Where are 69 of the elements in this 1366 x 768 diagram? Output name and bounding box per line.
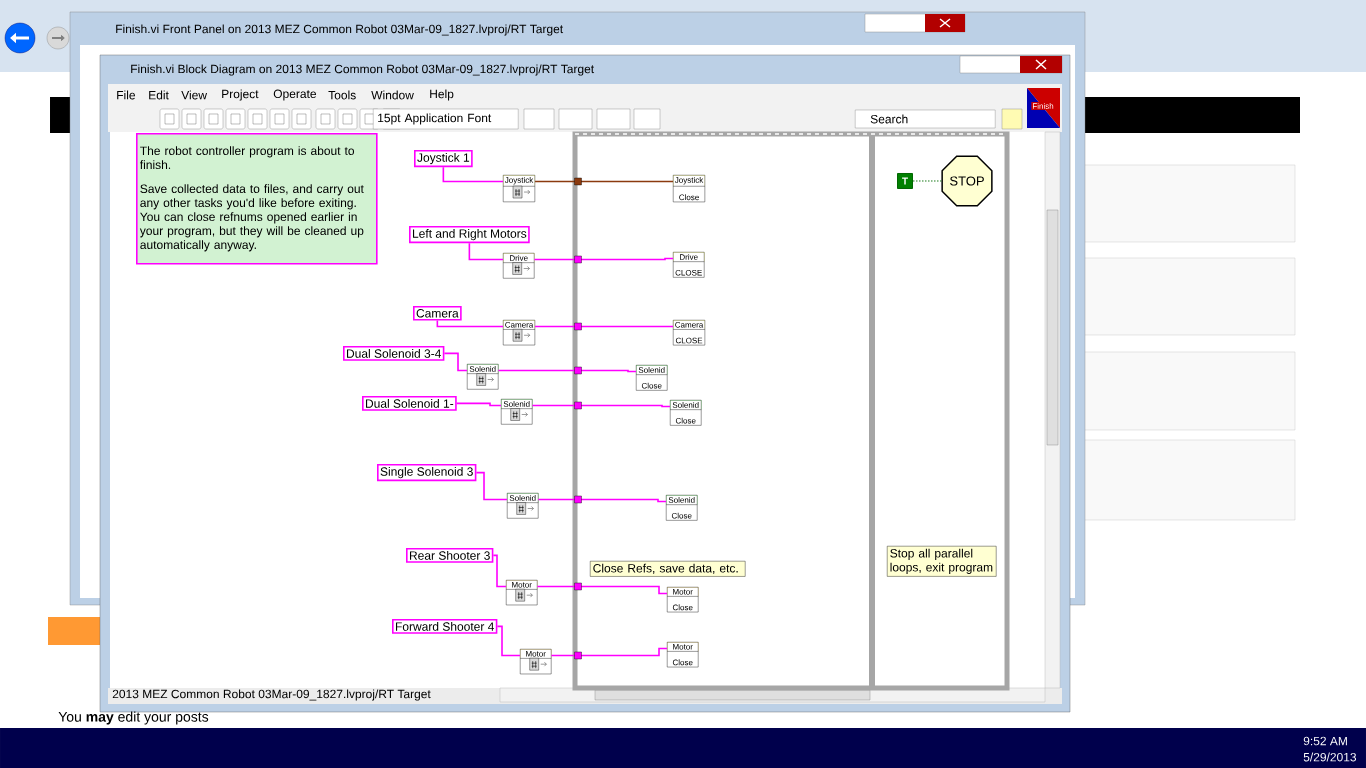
wire <box>492 554 507 588</box>
menu-item: Edit <box>149 90 169 100</box>
node-label: CLOSE <box>675 337 703 344</box>
open-subvi: Motor <box>520 649 552 675</box>
window-title: Finish.vi Front Panel on 2013 MEZ Common Robot 03Mar-09_1827.lvproj/RT Target <box>116 24 564 36</box>
close-subvi: Drive CLOSE <box>673 252 705 278</box>
menu-item: File <box>117 90 135 100</box>
open-subvi: Solenid <box>507 493 539 519</box>
tag-constant: Dual Solenoid 3-4 <box>343 346 445 361</box>
tag-constant: Left and Right Motors <box>409 226 530 244</box>
open-subvi: Motor <box>506 580 538 606</box>
tag-constant: Camera <box>413 306 462 321</box>
open-subvi: Joystick <box>503 175 536 203</box>
node-label: CLOSE <box>675 269 702 276</box>
tag-constant: Joystick 1 <box>414 150 473 168</box>
clock-time: 9:52 AM <box>1303 736 1347 746</box>
boolean-constant: T <box>897 173 913 189</box>
wire <box>536 582 668 595</box>
wire <box>455 402 502 407</box>
wire <box>531 401 671 410</box>
close-subvi: Motor Close <box>667 642 699 668</box>
note-box: Close Refs, save data, etc. <box>590 561 746 577</box>
menu-item: Tools <box>328 90 356 100</box>
tag-constant: Single Solenoid 3 <box>377 464 477 482</box>
node-label: Close <box>671 512 692 519</box>
menu-item: Project <box>222 89 259 101</box>
wire <box>496 625 521 657</box>
status-bar-text: 2013 MEZ Common Robot 03Mar-09_1827.lvproj/RT Target <box>112 689 431 701</box>
wire <box>534 322 674 331</box>
note-box: Stop all parallel loops, exit program <box>887 546 997 577</box>
wire <box>475 471 508 501</box>
search-field: Search <box>855 109 996 129</box>
open-subvi: Camera <box>503 320 536 346</box>
wire <box>550 647 668 660</box>
window-title: Finish.vi Block Diagram on 2013 MEZ Common Robot 03Mar-09_1827.lvproj/RT Target <box>131 64 595 76</box>
wire <box>497 366 637 375</box>
tag-constant: Dual Solenoid 1- <box>362 396 457 411</box>
node-label: Close <box>675 417 696 424</box>
open-subvi: Solenid <box>467 364 499 390</box>
open-subvi: Solenid <box>501 399 533 425</box>
page-text: You may edit your posts <box>58 711 209 725</box>
node-label: Close <box>641 382 662 389</box>
wire <box>534 177 674 186</box>
font-dropdown: 15pt Application Font <box>373 108 519 130</box>
wire <box>537 495 667 504</box>
menu-item: Operate <box>273 89 317 101</box>
wire <box>912 180 942 182</box>
tag-constant: Forward Shooter 4 <box>392 619 498 634</box>
close-subvi: Solenid Close <box>666 495 698 521</box>
menu-item: Help <box>430 89 454 101</box>
wire <box>436 319 504 328</box>
wire <box>533 255 674 264</box>
comment-box: The robot controller program is about to finish. Save collected data to files, and carry out any other tasks you'd like before exiting. You can close refnums opened earlier in your program, but they will be cleaned up automatically anyway. <box>136 133 378 265</box>
wire <box>443 352 468 372</box>
menu-item: Window <box>371 90 414 100</box>
close-subvi: Motor Close <box>667 587 699 613</box>
tag-constant: Rear Shooter 3 <box>406 548 494 563</box>
node-label: Close <box>679 194 699 201</box>
open-subvi: Drive <box>503 253 535 279</box>
wire <box>468 242 504 261</box>
close-subvi: Joystick Close <box>673 175 706 203</box>
close-subvi: Camera CLOSE <box>673 320 706 346</box>
node-label: Close <box>672 604 693 611</box>
clock-date: 5/29/2013 <box>1303 752 1357 762</box>
close-subvi: Solenid Close <box>670 400 702 426</box>
close-subvi: Solenid Close <box>636 365 668 391</box>
menu-item: View <box>181 90 207 100</box>
wire <box>442 166 504 183</box>
node-label: Close <box>672 659 693 666</box>
